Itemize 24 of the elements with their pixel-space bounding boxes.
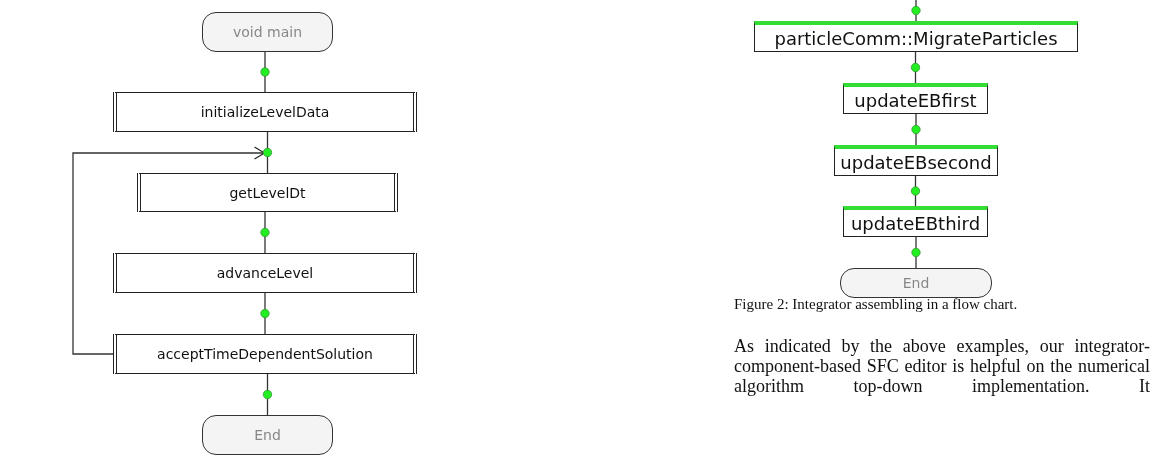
connector-line xyxy=(914,51,917,84)
subroutine-box: acceptTimeDependentSolution xyxy=(113,334,417,374)
connector-line xyxy=(266,131,269,174)
figure-caption: Figure 2: Integrator assembling in a flow chart. xyxy=(734,296,1018,313)
connector-line xyxy=(915,113,917,146)
terminal-box: void main xyxy=(202,12,333,52)
connector-line xyxy=(264,292,266,335)
connector-line xyxy=(915,236,917,269)
component-box: particleComm::MigrateParticles xyxy=(754,21,1078,52)
terminal-box: End xyxy=(840,268,992,298)
connector-line xyxy=(264,211,266,254)
subroutine-box: getLevelDt xyxy=(137,173,398,212)
subroutine-box: advanceLevel xyxy=(113,253,417,293)
connector-line xyxy=(915,0,917,22)
connector-line xyxy=(266,373,269,416)
subroutine-box: initializeLevelData xyxy=(113,92,417,132)
connector-line xyxy=(264,51,266,93)
loop-arrow xyxy=(72,146,266,355)
component-box: updateEBthird xyxy=(843,206,988,237)
connector-line xyxy=(914,175,917,207)
component-box: updateEBsecond xyxy=(834,145,998,176)
body-paragraph: As indicated by the above examples, our integrator-component-based SFC editor is helpful on the numerical algorithm top-down implementation. It xyxy=(734,336,1150,396)
component-box: updateEBfirst xyxy=(843,83,988,114)
terminal-box: End xyxy=(202,415,333,455)
